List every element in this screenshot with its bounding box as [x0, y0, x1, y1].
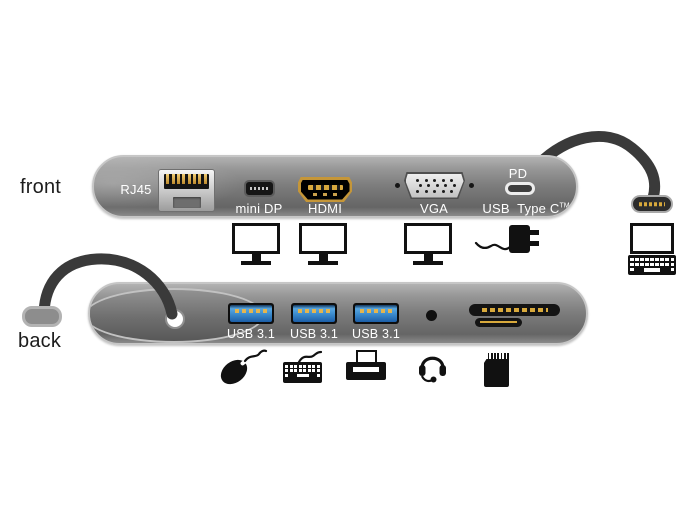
hdmi-label: HDMI: [307, 201, 343, 216]
dock-back-view: USB 3.1 USB 3.1 USB 3.1: [88, 282, 588, 345]
rj45-port: [158, 169, 215, 212]
usb-c-plug-icon: [631, 195, 673, 213]
laptop-icon: [630, 223, 674, 254]
vga-port: [404, 172, 465, 199]
audio-jack-port: [426, 310, 437, 321]
usb-3-1-port: [228, 303, 274, 324]
pd-label: PD: [508, 166, 528, 181]
usb-3-1-port: [291, 303, 337, 324]
hdmi-pins-lower: [312, 192, 338, 196]
usb-3-1-label: USB 3.1: [352, 327, 400, 341]
mini-dp-port: [244, 180, 275, 197]
keyboard-icon: [283, 362, 322, 383]
power-adapter-prong: [529, 241, 539, 246]
usb-3-1-port: [353, 303, 399, 324]
monitor-icon: [404, 223, 452, 265]
monitor-icon: [232, 223, 280, 265]
hdmi-opening: [300, 179, 350, 200]
power-cord-icon: [474, 241, 512, 251]
micro-sd-slot: [475, 318, 522, 327]
sd-slot-pins: [482, 307, 548, 312]
cable-hole: [165, 309, 185, 329]
printer-icon: [346, 362, 386, 380]
mouse-icon: [220, 349, 268, 385]
micro-sd-pins: [480, 321, 517, 323]
laptop-keyboard: [628, 255, 676, 275]
headset-icon: [419, 356, 446, 383]
rj45-label: RJ45: [120, 182, 152, 197]
vga-screw-right: [469, 183, 474, 188]
hdmi-pins: [307, 184, 343, 190]
keyboard-cord-icon: [297, 350, 323, 363]
usb-type-c-label: USB Type CTM: [471, 201, 576, 216]
rj45-pins: [164, 174, 209, 189]
sd-card-slot: [469, 304, 560, 316]
usb-c-plug-top-icon: [22, 306, 62, 327]
usb-c-plug-pins: [639, 202, 665, 206]
hdmi-port: [298, 177, 352, 202]
monitor-icon: [299, 223, 347, 265]
rj45-clip-notch: [172, 197, 201, 208]
mini-dp-pins: [249, 187, 270, 190]
vga-opening: [405, 173, 464, 198]
usb-c-port: [505, 182, 535, 195]
usb-3-1-label: USB 3.1: [227, 327, 275, 341]
back-view-label: back: [18, 330, 62, 352]
power-adapter-icon: [509, 225, 530, 253]
vga-screw-left: [395, 183, 400, 188]
tm-superscript: TM: [559, 202, 570, 210]
front-view-label: front: [20, 176, 62, 198]
printer-slot: [353, 367, 379, 372]
type-c-text: Type C: [517, 201, 560, 216]
mini-dp-label: mini DP: [235, 201, 283, 216]
vga-label: VGA: [419, 201, 449, 216]
sd-card-icon: [484, 353, 509, 387]
power-adapter-prong: [529, 230, 539, 235]
usb-text: USB: [482, 201, 510, 216]
usb-3-1-label: USB 3.1: [290, 327, 338, 341]
dock-front-view: RJ45 mini DP HDMI VGA: [92, 155, 578, 218]
